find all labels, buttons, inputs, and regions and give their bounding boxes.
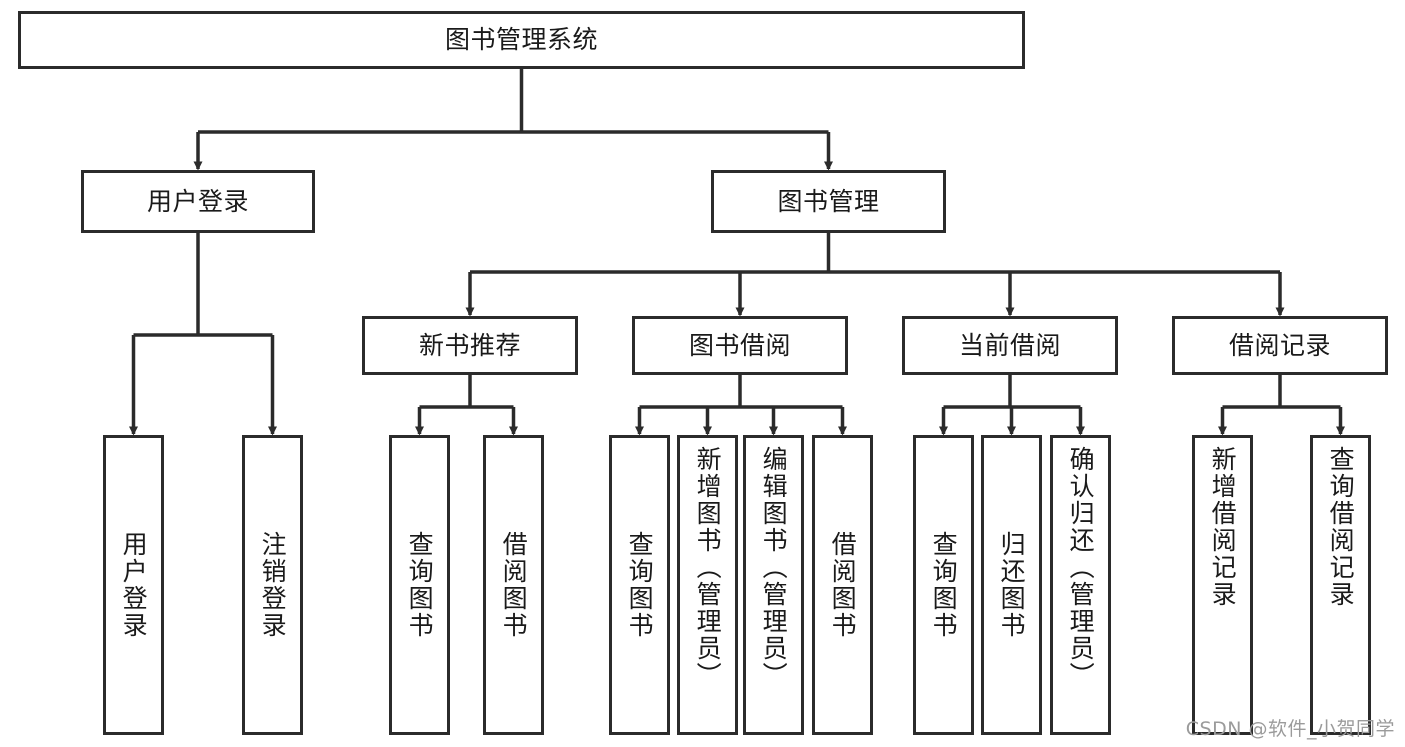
node-label: 确认归还（管理员）	[1066, 446, 1096, 689]
node-leaf-add-book[interactable]: 新增图书（管理员）	[677, 435, 738, 735]
node-label: 查询图书	[929, 531, 959, 639]
node-label: 用户登录	[146, 186, 249, 216]
node-book-borrow[interactable]: 图书借阅	[632, 316, 848, 375]
connectors-group	[129, 69, 1345, 436]
node-new-book-recommend[interactable]: 新书推荐	[362, 316, 578, 375]
node-leaf-borrow-book-1[interactable]: 借阅图书	[483, 435, 544, 735]
node-label: 查询借阅记录	[1326, 446, 1356, 608]
node-leaf-user-login[interactable]: 用户登录	[103, 435, 164, 735]
node-label: 查询图书	[625, 531, 655, 639]
node-label: 归还图书	[997, 531, 1027, 639]
node-label: 借阅图书	[499, 531, 529, 639]
node-leaf-query-book-1[interactable]: 查询图书	[389, 435, 450, 735]
node-label: 借阅记录	[1228, 330, 1331, 360]
node-leaf-query-book-3[interactable]: 查询图书	[913, 435, 974, 735]
node-label: 借阅图书	[828, 531, 858, 639]
node-label: 新增图书（管理员）	[693, 446, 723, 689]
node-leaf-add-borrow-record[interactable]: 新增借阅记录	[1192, 435, 1253, 735]
node-leaf-return-book[interactable]: 归还图书	[981, 435, 1042, 735]
node-label: 当前借阅	[958, 330, 1061, 360]
node-label: 图书管理	[777, 186, 880, 216]
node-borrow-record[interactable]: 借阅记录	[1172, 316, 1388, 375]
node-leaf-confirm-return[interactable]: 确认归还（管理员）	[1050, 435, 1111, 735]
node-current-borrow[interactable]: 当前借阅	[902, 316, 1118, 375]
node-label: 用户登录	[119, 531, 149, 639]
node-label: 图书借阅	[688, 330, 791, 360]
node-user-login[interactable]: 用户登录	[81, 170, 315, 233]
node-leaf-user-logout[interactable]: 注销登录	[242, 435, 303, 735]
node-leaf-borrow-book-2[interactable]: 借阅图书	[812, 435, 873, 735]
node-label: 注销登录	[258, 531, 288, 639]
node-leaf-edit-book[interactable]: 编辑图书（管理员）	[743, 435, 804, 735]
node-label: 编辑图书（管理员）	[759, 446, 789, 689]
node-label: 新书推荐	[418, 330, 521, 360]
node-book-manage[interactable]: 图书管理	[711, 170, 946, 233]
node-root[interactable]: 图书管理系统	[18, 11, 1025, 69]
node-label: 查询图书	[405, 531, 435, 639]
node-label: 图书管理系统	[444, 25, 598, 55]
node-leaf-query-book-2[interactable]: 查询图书	[609, 435, 670, 735]
node-label: 新增借阅记录	[1208, 446, 1238, 608]
node-leaf-query-borrow-record[interactable]: 查询借阅记录	[1310, 435, 1371, 735]
watermark-label: CSDN @软件_小贺同学	[1185, 718, 1395, 740]
